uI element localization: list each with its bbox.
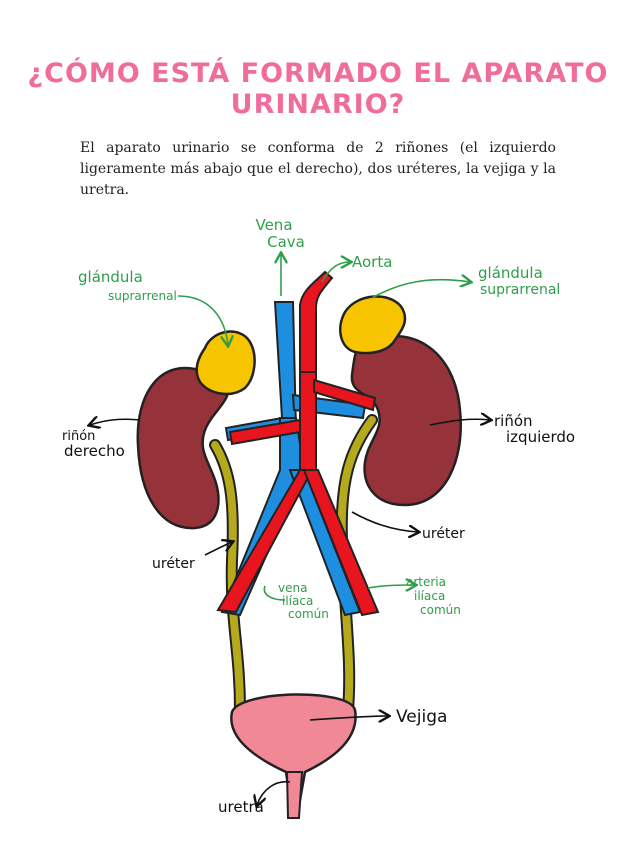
label-aorta: Aorta <box>352 253 392 271</box>
label-ureter-left: uréter <box>422 526 465 542</box>
label-adrenal-left-1: glándula <box>478 264 543 282</box>
label-vena-iliaca-2: ilíaca <box>282 594 313 608</box>
label-adrenal-right-1: glándula <box>78 268 143 286</box>
label-kidney-right-2: derecho <box>64 442 125 460</box>
label-urethra: uretra <box>218 798 264 816</box>
label-bladder: Vejiga <box>396 707 447 727</box>
label-arteria-iliaca-3: común <box>420 603 461 617</box>
label-adrenal-right-2: suprarrenal <box>108 289 177 303</box>
label-ureter-right: uréter <box>152 556 195 572</box>
label-vena-iliaca-3: común <box>288 607 329 621</box>
label-arteria-iliaca-1: arteria <box>406 575 446 589</box>
label-vena-cava-2: Cava <box>267 233 305 251</box>
label-adrenal-left-2: suprarrenal <box>480 282 560 298</box>
urethra-organ <box>287 772 302 818</box>
label-vena-iliaca-1: vena <box>278 581 307 595</box>
adrenal-right-organ <box>197 332 255 394</box>
label-kidney-left-2: izquierdo <box>506 428 575 446</box>
label-vena-cava-1: Vena <box>255 216 292 234</box>
label-arteria-iliaca-2: ilíaca <box>414 589 445 603</box>
